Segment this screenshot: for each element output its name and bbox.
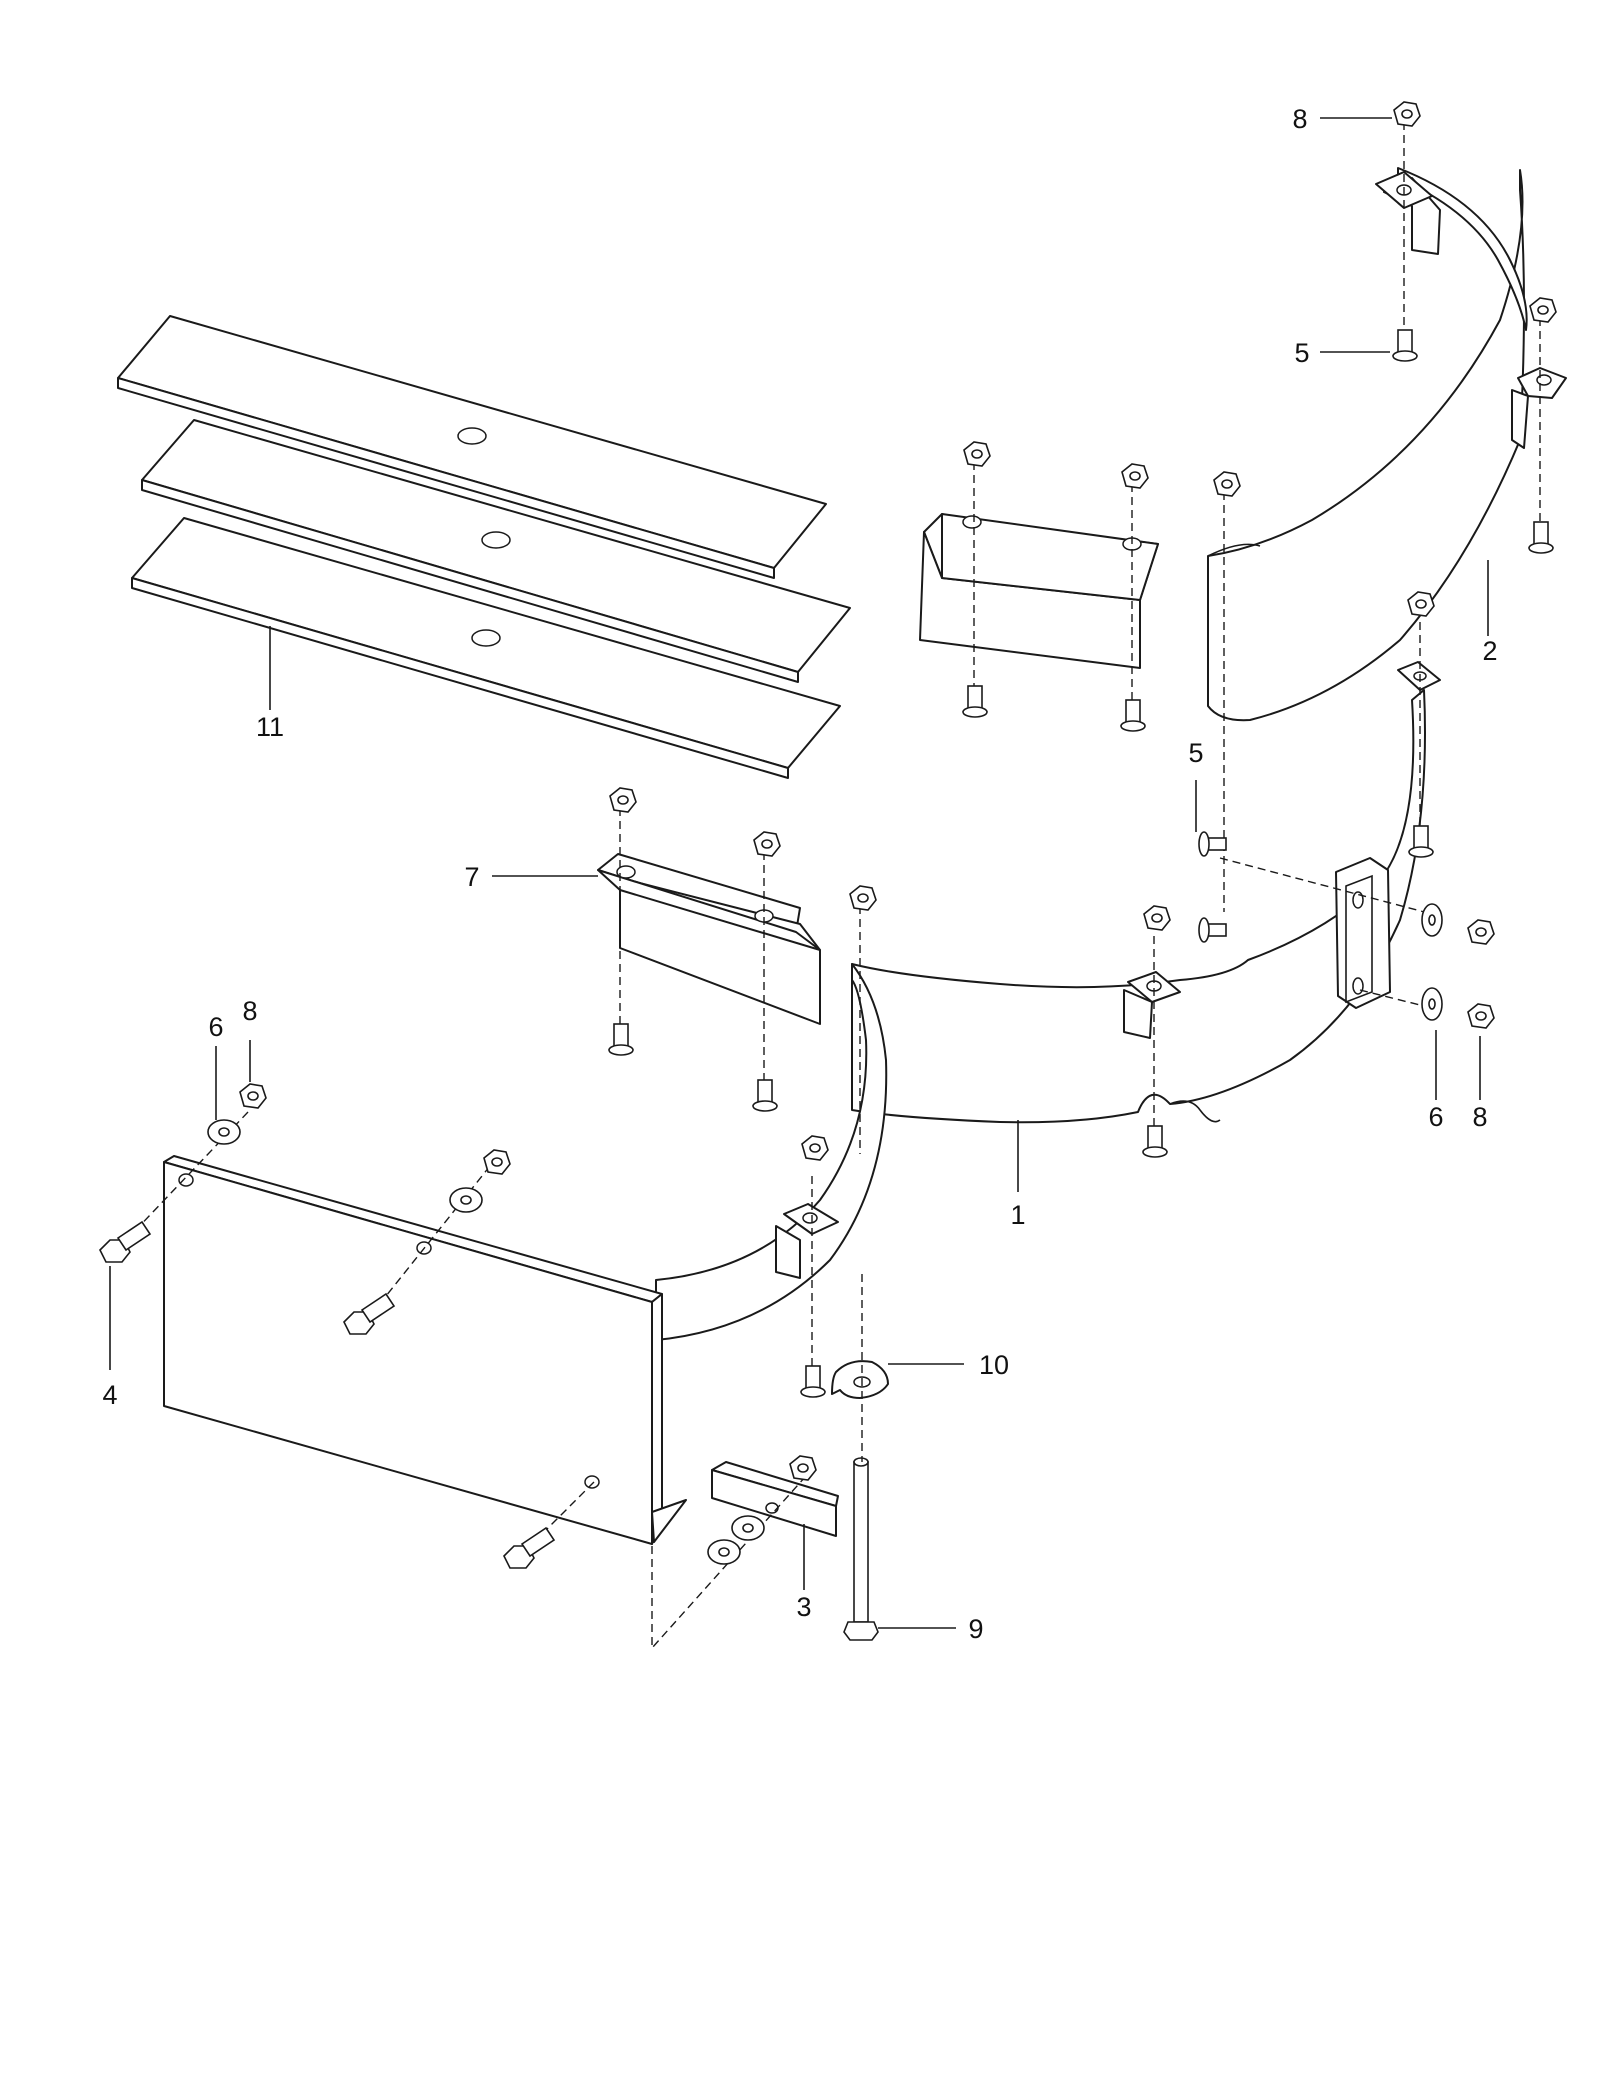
hex-bolts xyxy=(99,1220,556,1569)
callout-8-right: 8 xyxy=(1472,1102,1487,1132)
end-plate xyxy=(163,1155,687,1545)
washer xyxy=(207,1119,241,1145)
nut xyxy=(1121,463,1149,489)
bolt xyxy=(1142,1125,1168,1158)
nut xyxy=(483,1149,511,1175)
washer xyxy=(731,1515,765,1541)
short-bolts xyxy=(608,329,1554,1398)
callout-6-right: 6 xyxy=(1428,1102,1443,1132)
upper-middle-bracket xyxy=(919,513,1159,669)
washer xyxy=(707,1539,741,1565)
bolt xyxy=(752,1079,778,1112)
bolt xyxy=(1198,831,1227,857)
callout-9: 9 xyxy=(968,1614,983,1644)
plate-stack xyxy=(117,315,851,779)
nut xyxy=(801,1135,829,1161)
hex-bolt xyxy=(99,1220,152,1263)
nut xyxy=(1529,297,1557,323)
plate-bottom xyxy=(131,517,841,779)
hex-bolt xyxy=(343,1292,396,1335)
bolt xyxy=(608,1023,634,1056)
nut xyxy=(963,441,991,467)
long-bolt xyxy=(843,1457,879,1641)
callout-10: 10 xyxy=(979,1350,1009,1380)
washer xyxy=(1421,987,1443,1021)
plate-middle xyxy=(141,419,851,683)
bolt xyxy=(1528,521,1554,554)
nut xyxy=(609,787,637,813)
callout-labels: 8 5 2 5 7 1 6 8 4 3 10 9 11 6 8 xyxy=(102,104,1497,1644)
nut xyxy=(1393,101,1421,127)
callout-8-left: 8 xyxy=(242,996,257,1026)
callout-3: 3 xyxy=(796,1592,811,1622)
callout-8-top: 8 xyxy=(1292,104,1307,134)
assembly-lines xyxy=(131,122,1541,1649)
callout-1: 1 xyxy=(1010,1200,1025,1230)
hex-bolt xyxy=(503,1526,556,1569)
callout-5-upper: 5 xyxy=(1294,338,1309,368)
nut xyxy=(1467,919,1495,945)
leader-lines xyxy=(109,117,1489,1629)
callout-2: 2 xyxy=(1482,636,1497,666)
nut xyxy=(849,885,877,911)
bolt xyxy=(962,685,988,718)
callout-11: 11 xyxy=(256,712,284,742)
bolt xyxy=(1408,825,1434,858)
bolt xyxy=(800,1365,826,1398)
nut xyxy=(1213,471,1241,497)
bolt xyxy=(1120,699,1146,732)
callout-4: 4 xyxy=(102,1380,117,1410)
callout-5-mid: 5 xyxy=(1188,738,1203,768)
nut xyxy=(789,1455,817,1481)
washer xyxy=(1421,903,1443,937)
nut xyxy=(239,1083,267,1109)
angle-bracket xyxy=(597,853,821,1025)
nut xyxy=(753,831,781,857)
upper-curved-shroud xyxy=(1207,167,1567,722)
bolt xyxy=(1392,329,1418,362)
washers xyxy=(207,903,1443,1565)
plate-top xyxy=(117,315,827,579)
washer xyxy=(449,1187,483,1213)
nut xyxy=(1467,1003,1495,1029)
nut xyxy=(1407,591,1435,617)
callout-7: 7 xyxy=(464,862,479,892)
nuts xyxy=(239,101,1557,1481)
callout-6-left: 6 xyxy=(208,1012,223,1042)
splice-bar xyxy=(711,1461,839,1537)
nut xyxy=(1143,905,1171,931)
clip xyxy=(831,1360,889,1399)
bolt xyxy=(1198,917,1227,943)
